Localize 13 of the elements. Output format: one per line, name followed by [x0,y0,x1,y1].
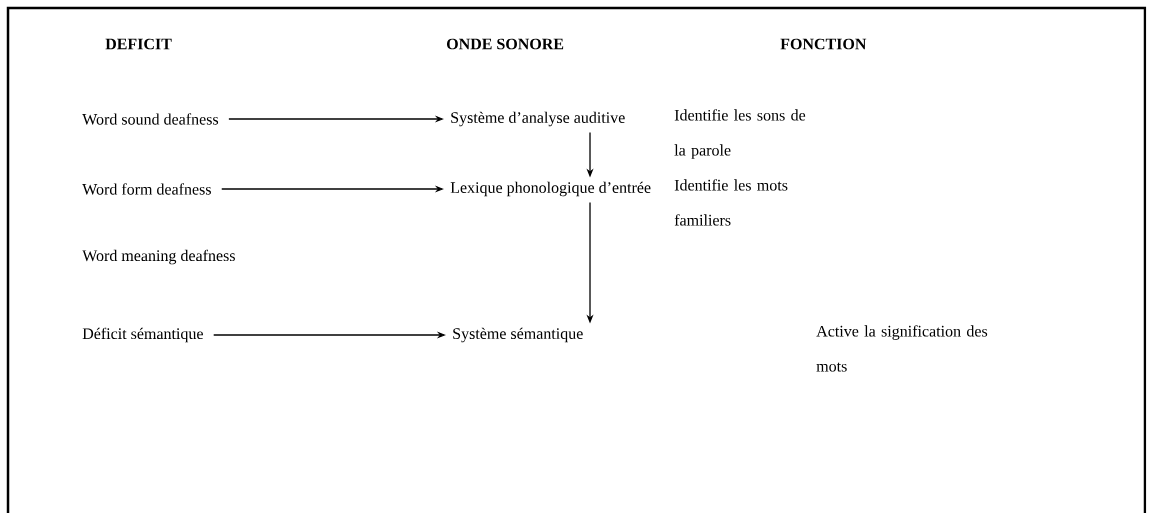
text-label: Identifie les mots familiers [674,179,788,226]
text-label: Lexique phonologique d’entrée [450,181,651,197]
text-label: Active la signification des mots [816,325,988,372]
text-label: Word form deafness [82,183,211,195]
text-label: Système sémantique [453,327,583,343]
text-label: Système d’analyse auditive [451,111,625,127]
text-label: Word sound deafness [82,113,219,125]
column-header: ONDE SONORE [447,38,564,50]
column-header: FONCTION [780,38,867,50]
text-label: Déficit sémantique [82,327,203,343]
text-label: Word meaning deafness [82,249,235,265]
text-label: Identifie les sons de la parole [674,109,806,159]
column-header: DEFICIT [105,38,172,50]
